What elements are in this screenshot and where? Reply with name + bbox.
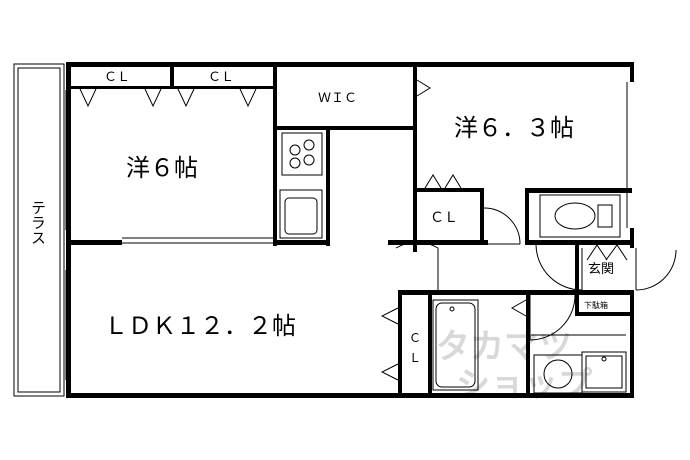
sink-icon xyxy=(279,189,323,239)
shoe-box-label: 下駄箱 xyxy=(584,300,608,310)
ldk-closet-label-l: Ｌ xyxy=(409,351,421,365)
ldk-label: ＬＤＫ１２．２帖 xyxy=(104,312,296,340)
entrance-label: 玄関 xyxy=(588,262,614,277)
walls xyxy=(65,62,634,398)
watermark-line-2: ショップ xyxy=(456,365,592,405)
toilet-icon xyxy=(539,194,621,238)
ldk-closet-label-c: Ｃ xyxy=(409,331,421,345)
watermark: タカマツ ショップ xyxy=(436,327,592,405)
watermark-line-1: タカマツ xyxy=(436,327,572,367)
stove-icon xyxy=(281,132,323,176)
washbasin-icon xyxy=(581,351,627,393)
wic-label: ＷＩＣ xyxy=(318,91,357,106)
doors xyxy=(395,207,677,341)
fixtures xyxy=(279,132,627,394)
closet-label-3: ＣＬ xyxy=(430,210,458,226)
labels: ＣＬ ＣＬ ＷＩＣ 洋６．３帖 洋６帖 ＣＬ 玄関 下駄箱 ＬＤＫ１２．２帖 Ｃ… xyxy=(104,70,614,365)
western-room-a-label: 洋６帖 xyxy=(126,154,198,182)
bathtub-icon xyxy=(432,299,479,391)
closet-label-1: ＣＬ xyxy=(104,70,130,85)
closet-label-2: ＣＬ xyxy=(208,70,234,85)
terrace-label: テラス xyxy=(29,200,47,245)
terrace: テラス xyxy=(13,63,65,397)
closet-doors xyxy=(79,79,527,381)
western-room-b-label: 洋６．３帖 xyxy=(454,114,574,142)
